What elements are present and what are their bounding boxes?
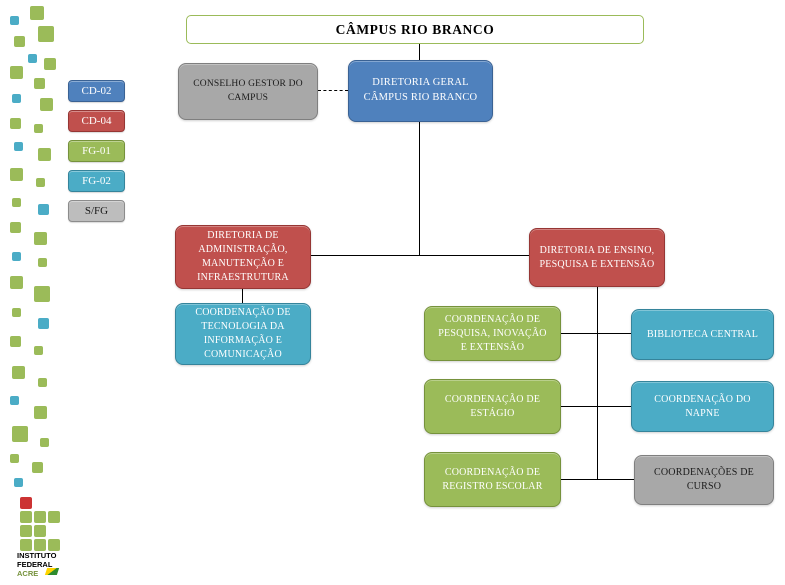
mosaic-square-icon [12,366,25,379]
mosaic-square-icon [10,222,21,233]
logo-text-federal: FEDERAL [17,560,53,569]
mosaic-square-icon [12,252,21,261]
node-label: DIRETORIA DE ENSINO, PESQUISA E EXTENSÃO [539,244,655,270]
mosaic-square-icon [38,258,47,267]
node-biblioteca-central: BIBLIOTECA CENTRAL [631,309,774,360]
node-label: CONSELHO GESTOR DO CAMPUS [193,79,303,103]
chart-title-box: CÂMPUS RIO BRANCO [186,15,644,44]
mosaic-square-icon [38,378,47,387]
mosaic-square-icon [38,204,49,215]
node-label: COORDENAÇÃO DE REGISTRO ESCOLAR [442,466,543,492]
legend-label: FG-01 [82,145,111,157]
logo-text-instituto: INSTITUTO [17,551,57,560]
mosaic-square-icon [10,336,21,347]
legend-item-sfg: S/FG [68,200,125,222]
logo-text: INSTITUTO FEDERAL ACRE [17,551,56,578]
mosaic-square-icon [10,454,19,463]
mosaic-square-icon [20,539,32,551]
mosaic-square-icon [14,36,25,47]
mosaic-square-icon [40,98,53,111]
legend-label: FG-02 [82,175,111,187]
node-diretoria-geral: DIRETORIA GERAL CÂMPUS RIO BRANCO [348,60,493,122]
mosaic-square-icon [44,58,56,70]
mosaic-square-icon [30,6,44,20]
mosaic-square-icon [36,178,45,187]
mosaic-square-icon [38,148,51,161]
mosaic-square-icon [10,168,23,181]
mosaic-square-icon [28,54,37,63]
legend-item-fg01: FG-01 [68,140,125,162]
node-conselho-gestor: CONSELHO GESTOR DO CAMPUS [178,63,318,120]
legend-label: CD-04 [81,115,112,127]
node-coordenacao-estagio: COORDENAÇÃO DE ESTÁGIO [424,379,561,434]
node-diretoria-ensino: DIRETORIA DE ENSINO, PESQUISA E EXTENSÃO [529,228,665,287]
mosaic-square-icon [10,396,19,405]
mosaic-square-icon [34,286,50,302]
mosaic-square-icon [20,525,32,537]
node-label: COORDENAÇÕES DE CURSO [654,467,754,492]
mosaic-square-icon [40,438,49,447]
mosaic-square-icon [34,232,47,245]
mosaic-square-icon [10,276,23,289]
mosaic-square-icon [34,406,47,419]
mosaic-square-icon [34,124,43,133]
connector-admin-tic [242,289,243,303]
node-label: COORDENAÇÃO DE PESQUISA, INOVAÇÃO E EXTE… [438,313,547,353]
legend-label: CD-02 [81,85,112,97]
mosaic-square-icon [10,66,23,79]
legend-item-cd02: CD-02 [68,80,125,102]
legend-item-fg02: FG-02 [68,170,125,192]
mosaic-square-icon [12,198,21,207]
node-label: DIRETORIA GERAL CÂMPUS RIO BRANCO [363,77,478,103]
mosaic-square-icon [34,525,46,537]
logo-text-acre: ACRE [17,569,39,578]
connector-row-estagio-napne [561,406,631,407]
mosaic-square-icon [34,78,45,89]
connector-geral-down [419,122,420,256]
mosaic-square-icon [10,16,19,25]
node-coordenacoes-curso: COORDENAÇÕES DE CURSO [634,455,774,505]
node-label: COORDENAÇÃO DO NAPNE [654,393,751,419]
node-coordenacao-registro: COORDENAÇÃO DE REGISTRO ESCOLAR [424,452,561,507]
mosaic-square-icon [10,118,21,129]
node-label: COORDENAÇÃO DE TECNOLOGIA DA INFORMAÇÃO … [195,307,291,360]
mosaic-square-icon [38,318,49,329]
connector-row-registro-cursos [561,479,634,480]
connector-diretorias-horizontal [311,255,530,256]
node-coordenacao-tic: COORDENAÇÃO DE TECNOLOGIA DA INFORMAÇÃO … [175,303,311,365]
mosaic-square-icon [34,511,46,523]
mosaic-square-icon [20,497,32,509]
connector-ensino-trunk [597,287,598,480]
connector-title-geral [419,44,420,60]
connector-conselho-geral-dashed [318,90,348,91]
mosaic-square-icon [48,511,60,523]
legend-item-cd04: CD-04 [68,110,125,132]
node-coordenacao-pesquisa: COORDENAÇÃO DE PESQUISA, INOVAÇÃO E EXTE… [424,306,561,361]
node-label: DIRETORIA DE ADMINISTRAÇÃO, MANUTENÇÃO E… [197,230,289,283]
mosaic-square-icon [14,142,23,151]
mosaic-square-icon [12,426,28,442]
node-label: COORDENAÇÃO DE ESTÁGIO [444,393,541,419]
flag-accent-icon [44,568,60,575]
node-diretoria-administracao: DIRETORIA DE ADMINISTRAÇÃO, MANUTENÇÃO E… [175,225,311,289]
mosaic-square-icon [12,94,21,103]
mosaic-square-icon [20,511,32,523]
node-coordenacao-napne: COORDENAÇÃO DO NAPNE [631,381,774,432]
mosaic-square-icon [48,539,60,551]
mosaic-square-icon [34,346,43,355]
mosaic-square-icon [14,478,23,487]
node-label: BIBLIOTECA CENTRAL [646,328,759,340]
legend-label: S/FG [84,205,109,217]
connector-row-pesquisa-biblioteca [561,333,631,334]
mosaic-square-icon [38,26,54,42]
chart-title: CÂMPUS RIO BRANCO [335,21,495,37]
mosaic-square-icon [34,539,46,551]
mosaic-square-icon [32,462,43,473]
mosaic-square-icon [12,308,21,317]
